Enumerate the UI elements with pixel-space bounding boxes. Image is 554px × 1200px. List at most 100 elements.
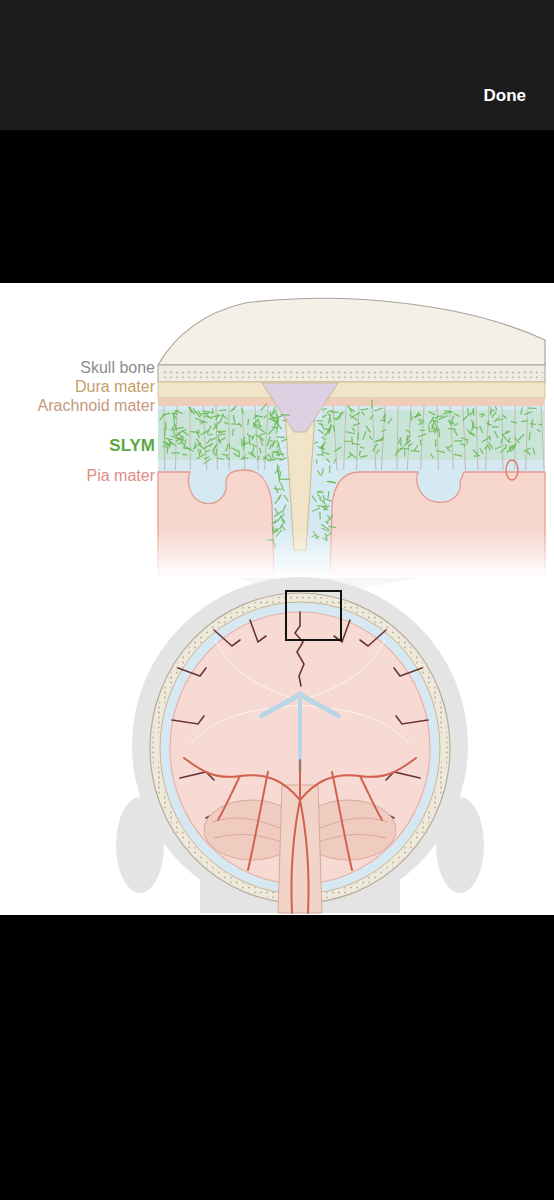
slym-fiber bbox=[481, 415, 484, 417]
slym-fiber bbox=[247, 434, 253, 438]
slym-fiber bbox=[196, 418, 203, 421]
sulcus bbox=[214, 630, 240, 646]
slym-fiber bbox=[178, 443, 182, 444]
slym-haze bbox=[322, 410, 545, 460]
slym-fiber bbox=[331, 411, 338, 413]
slym-fiber bbox=[171, 436, 175, 438]
slym-fiber bbox=[197, 439, 202, 444]
slym-fiber bbox=[469, 433, 475, 436]
slym-fiber bbox=[492, 412, 496, 417]
slym-fiber bbox=[160, 414, 164, 420]
slym-fiber bbox=[205, 450, 209, 451]
slym-fiber bbox=[522, 420, 527, 422]
slym-fiber bbox=[335, 447, 341, 451]
slym-fiber bbox=[191, 431, 200, 433]
slym-fiber bbox=[350, 415, 352, 418]
slym-fiber bbox=[329, 526, 336, 527]
slym-fiber bbox=[312, 496, 316, 501]
slym-fiber bbox=[438, 428, 439, 437]
slym-fiber bbox=[277, 464, 278, 471]
slym-fiber bbox=[408, 444, 412, 446]
layer-label: Dura mater bbox=[75, 377, 155, 396]
inset-fade bbox=[156, 528, 548, 578]
slym-fiber bbox=[454, 430, 457, 435]
slym-fiber bbox=[319, 424, 322, 425]
slym-fiber bbox=[353, 413, 360, 417]
slym-fiber bbox=[213, 423, 219, 430]
slym-fiber bbox=[514, 438, 519, 443]
slym-fiber bbox=[437, 450, 445, 452]
slym-fiber bbox=[318, 430, 323, 434]
slym-fiber bbox=[415, 412, 419, 418]
slym-fiber bbox=[490, 410, 494, 412]
slym-fiber bbox=[280, 523, 284, 529]
slym-fiber bbox=[278, 495, 280, 499]
slym-fiber bbox=[461, 444, 465, 446]
slym-fiber bbox=[274, 488, 282, 490]
slym-fiber bbox=[212, 416, 220, 417]
slym-fiber bbox=[253, 423, 254, 427]
slym-fiber bbox=[256, 434, 258, 436]
slym-fiber bbox=[314, 442, 317, 443]
slym-fiber bbox=[258, 419, 260, 427]
slym-fiber bbox=[363, 431, 366, 439]
illustration-part bbox=[214, 835, 282, 842]
slym-fiber bbox=[435, 422, 437, 429]
slym-fiber bbox=[268, 428, 274, 434]
slym-fiber bbox=[511, 422, 516, 423]
illustration-part bbox=[248, 772, 268, 870]
slym-fiber bbox=[420, 430, 425, 431]
slym-fiber bbox=[400, 439, 401, 446]
slym-fiber bbox=[454, 414, 459, 417]
slym-fiber bbox=[284, 495, 288, 501]
slym-fiber bbox=[454, 454, 462, 456]
slym-fiber bbox=[532, 420, 533, 428]
slym-fiber bbox=[539, 423, 542, 425]
slym-fiber bbox=[376, 438, 383, 442]
slym-fiber bbox=[327, 482, 336, 483]
slym-fiber bbox=[258, 428, 264, 432]
slym-fiber bbox=[318, 506, 327, 507]
slym-fiber bbox=[406, 436, 408, 443]
sulcus bbox=[396, 716, 428, 724]
slym-fiber bbox=[398, 447, 404, 452]
slym-fiber bbox=[168, 440, 175, 445]
slym-fiber bbox=[351, 437, 353, 445]
sulcus bbox=[178, 668, 206, 676]
slym-fiber bbox=[243, 456, 246, 459]
slym-fiber bbox=[388, 419, 392, 423]
slym-fiber bbox=[495, 432, 498, 438]
slym-fiber bbox=[339, 412, 342, 418]
slym-fiber bbox=[328, 515, 330, 519]
slym-fiber bbox=[313, 508, 320, 511]
slym-fiber bbox=[501, 448, 506, 452]
slym-fiber bbox=[173, 415, 174, 423]
slym-fiber bbox=[431, 420, 437, 421]
slym-fiber bbox=[411, 450, 419, 452]
slym-fibers bbox=[160, 400, 542, 547]
slym-fiber bbox=[194, 446, 196, 448]
slym-fiber bbox=[449, 422, 451, 425]
slym-fiber bbox=[260, 437, 263, 445]
illustration-part bbox=[360, 776, 382, 820]
slym-fiber bbox=[419, 423, 422, 424]
slym-fiber bbox=[316, 460, 317, 463]
slym-fiber bbox=[175, 427, 184, 429]
slym-fiber bbox=[216, 449, 217, 455]
slym-fiber bbox=[429, 426, 430, 432]
illustration-part bbox=[300, 640, 385, 700]
slym-fiber bbox=[443, 412, 452, 414]
slym-fiber bbox=[280, 458, 286, 460]
slym-fiber bbox=[223, 454, 228, 455]
slym-fiber bbox=[322, 415, 326, 417]
illustration-part bbox=[300, 705, 410, 745]
slym-fiber bbox=[317, 420, 322, 421]
slym-fiber bbox=[488, 421, 489, 426]
slym-fiber bbox=[466, 441, 468, 444]
slym-fiber bbox=[272, 426, 277, 428]
slym-fiber bbox=[261, 404, 267, 410]
slym-fiber bbox=[505, 445, 506, 448]
slym-fiber bbox=[480, 413, 484, 415]
slym-fiber bbox=[277, 444, 279, 447]
sulcus bbox=[172, 716, 204, 724]
